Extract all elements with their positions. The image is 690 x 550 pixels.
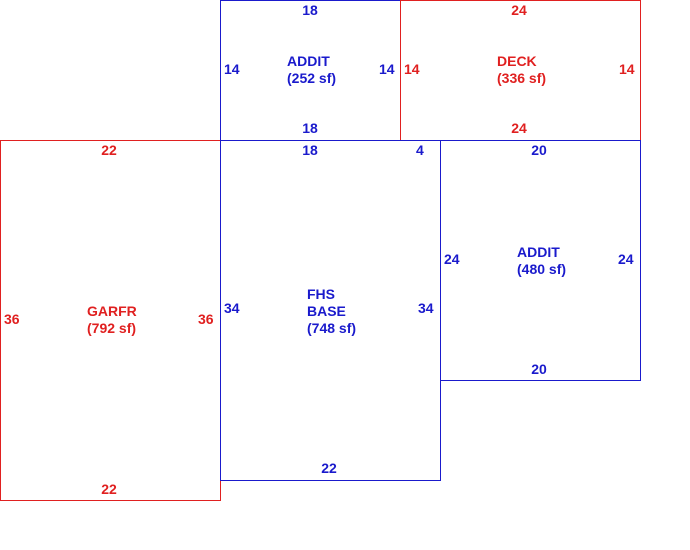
garfr-label: GARFR (792 sf) (87, 303, 137, 337)
addit-top-dim-right: 14 (379, 61, 395, 77)
addit-top-dim-left: 14 (224, 61, 240, 77)
deck-dim-bottom: 24 (511, 120, 527, 136)
addit-right-label: ADDIT (480 sf) (517, 244, 566, 278)
deck-label: DECK (336 sf) (497, 53, 546, 87)
addit-right-dim-left: 24 (444, 251, 460, 267)
fhs-base-dim-bottom: 22 (321, 460, 337, 476)
deck-area: (336 sf) (497, 70, 547, 86)
addit-top-label: ADDIT (252 sf) (287, 53, 336, 87)
deck-dim-left: 14 (404, 61, 420, 77)
garfr-area: (792 sf) (87, 320, 137, 336)
fhs-base-label: FHS BASE (748 sf) (307, 286, 356, 337)
deck-dim-right: 14 (619, 61, 635, 77)
fhs-base-area: (748 sf) (307, 320, 357, 336)
addit-top-name: ADDIT (287, 53, 330, 69)
addit-right-dim-right: 24 (618, 251, 634, 267)
fhs-base-dim-top-right: 4 (416, 142, 424, 158)
fhs-base-name-line1: FHS (307, 286, 335, 302)
addit-right-area: (480 sf) (517, 261, 567, 277)
addit-right-dim-bottom: 20 (531, 361, 547, 377)
addit-right-dim-top: 20 (531, 142, 547, 158)
fhs-base-dim-left: 34 (224, 300, 240, 316)
garfr-name: GARFR (87, 303, 137, 319)
fhs-base-dim-top: 18 (302, 142, 318, 158)
deck-dim-top: 24 (511, 2, 527, 18)
garfr-dim-bottom: 22 (101, 481, 117, 497)
addit-top-area: (252 sf) (287, 70, 337, 86)
addit-top-dim-top: 18 (302, 2, 318, 18)
addit-top-dim-bottom: 18 (302, 120, 318, 136)
garfr-dim-left: 36 (4, 311, 20, 327)
garfr-dim-right: 36 (198, 311, 214, 327)
fhs-base-dim-right: 34 (418, 300, 434, 316)
deck-name: DECK (497, 53, 537, 69)
garfr-dim-top: 22 (101, 142, 117, 158)
addit-right-name: ADDIT (517, 244, 560, 260)
addit-right-outline (440, 140, 641, 381)
fhs-base-name-line2: BASE (307, 303, 346, 319)
